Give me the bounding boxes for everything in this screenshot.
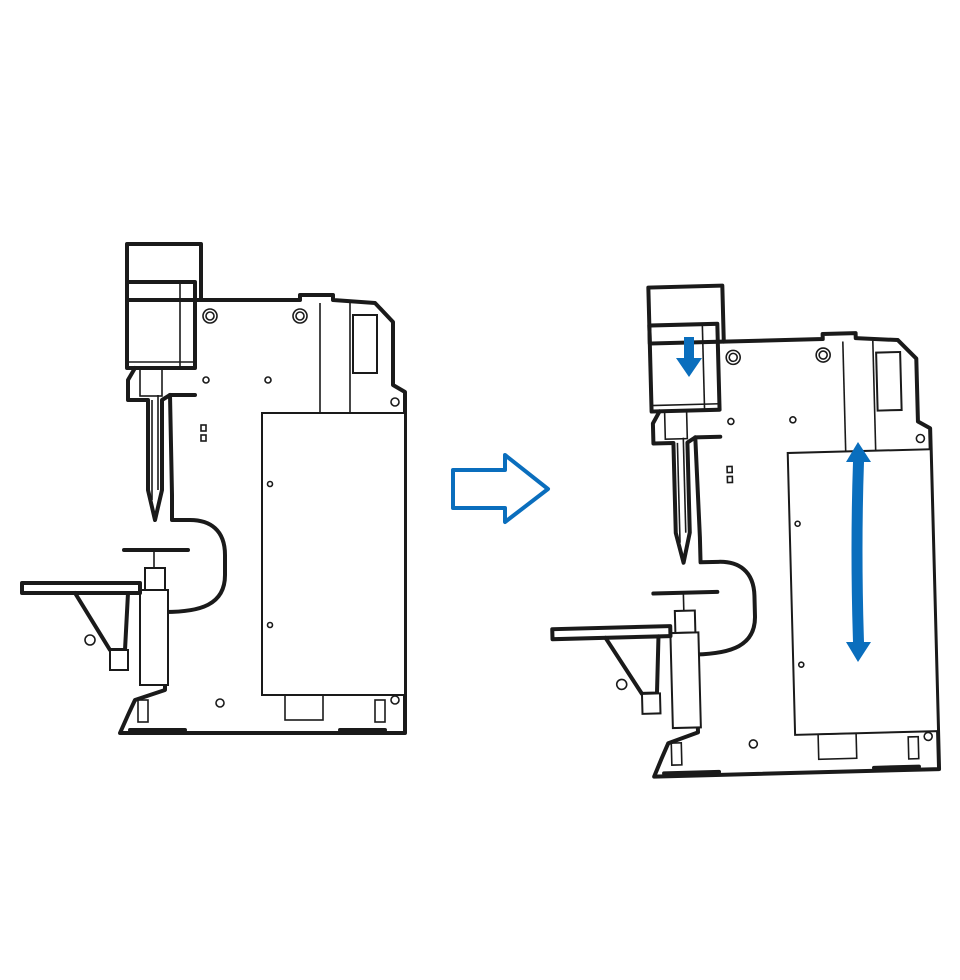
machine-before (20, 242, 407, 735)
double-arrow-icon (846, 442, 871, 662)
transition-arrow-icon (451, 453, 550, 524)
machine-after (541, 278, 942, 782)
down-arrow-icon (676, 337, 702, 377)
